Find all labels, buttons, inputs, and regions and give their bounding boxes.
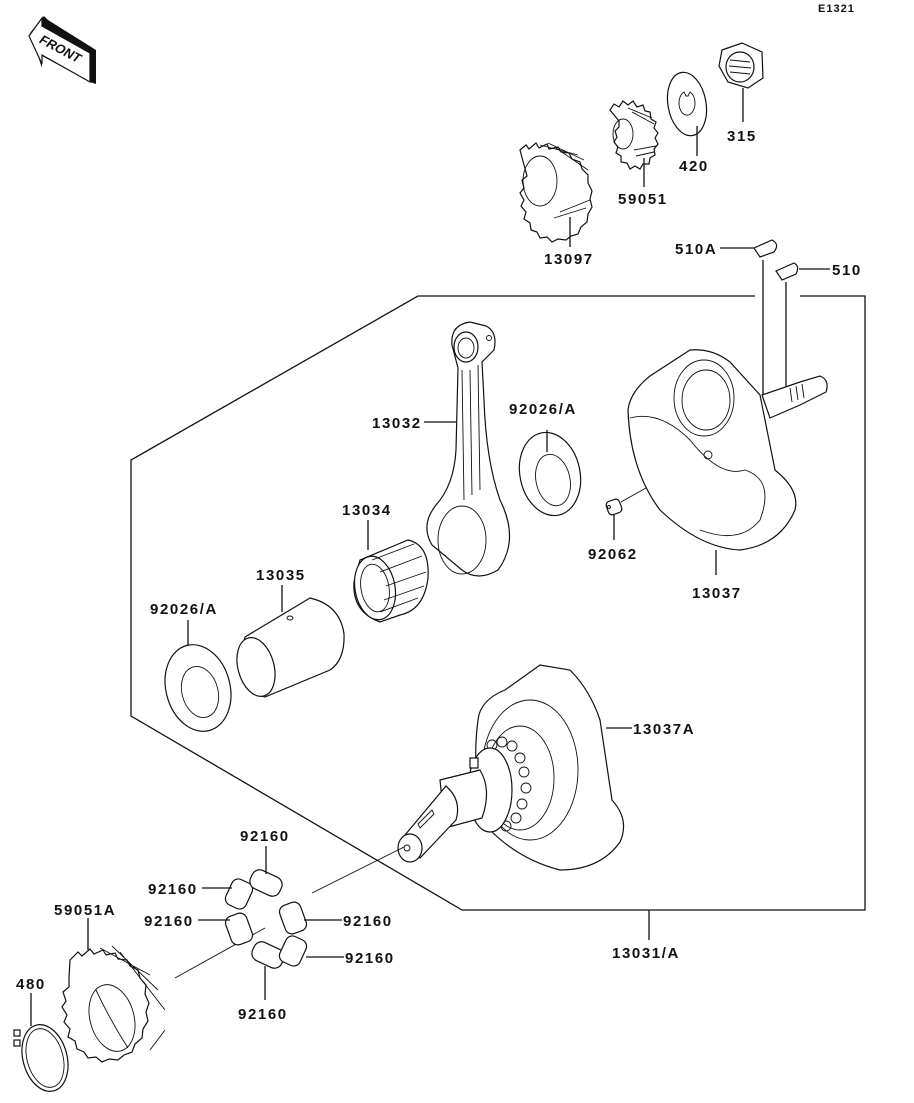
label-510: 510 — [832, 262, 862, 279]
label-92160-bottom: 92160 — [238, 1006, 288, 1023]
diagram-code: E1321 — [818, 3, 855, 15]
label-92160-lower-right: 92160 — [345, 950, 395, 967]
part-thrust-washer-left[interactable] — [156, 620, 241, 739]
label-420: 420 — [679, 158, 709, 175]
label-92160-top: 92160 — [240, 828, 290, 845]
part-gear-small[interactable] — [609, 100, 659, 187]
label-13037: 13037 — [692, 585, 742, 602]
label-13097: 13097 — [544, 251, 594, 268]
part-lock-washer[interactable] — [663, 69, 712, 156]
bearing-balls — [486, 736, 532, 832]
part-needle-bearing[interactable] — [350, 520, 429, 623]
label-92160-right: 92160 — [343, 913, 393, 930]
label-315: 315 — [727, 128, 757, 145]
part-crank-flywheel-left[interactable] — [397, 664, 632, 871]
label-13032: 13032 — [372, 415, 422, 432]
part-crank-flywheel-right[interactable] — [627, 349, 828, 575]
front-arrow-icon: FRONT — [28, 16, 96, 84]
label-59051A: 59051A — [54, 902, 116, 919]
assembly-outline — [130, 295, 866, 940]
part-connecting-rod[interactable] — [424, 321, 511, 577]
part-gear-primary[interactable] — [519, 142, 593, 247]
label-92160-mid-left: 92160 — [144, 913, 194, 930]
label-480: 480 — [16, 976, 46, 993]
label-510A: 510A — [675, 241, 717, 258]
label-92026A-upper: 92026/A — [509, 401, 577, 418]
part-damper-set[interactable] — [223, 867, 309, 971]
part-balancer-drive-gear[interactable] — [61, 918, 166, 1063]
part-circlip[interactable] — [13, 993, 75, 1097]
label-13031A: 13031/A — [612, 945, 680, 962]
label-92026A-lower: 92026/A — [150, 601, 218, 618]
label-13034: 13034 — [342, 502, 392, 519]
label-13035: 13035 — [256, 567, 306, 584]
part-woodruff-key[interactable] — [775, 262, 830, 392]
part-crank-pin[interactable] — [231, 585, 345, 701]
label-92062: 92062 — [588, 546, 638, 563]
label-13037A: 13037A — [633, 721, 695, 738]
label-92160-upper-left: 92160 — [148, 881, 198, 898]
alignment-line-upper — [311, 846, 405, 894]
damper-leader-lines — [198, 846, 344, 1000]
part-woodruff-key-a[interactable] — [720, 239, 778, 398]
part-nut[interactable] — [718, 42, 764, 122]
part-thrust-washer-right[interactable] — [512, 427, 588, 522]
label-59051: 59051 — [618, 191, 668, 208]
